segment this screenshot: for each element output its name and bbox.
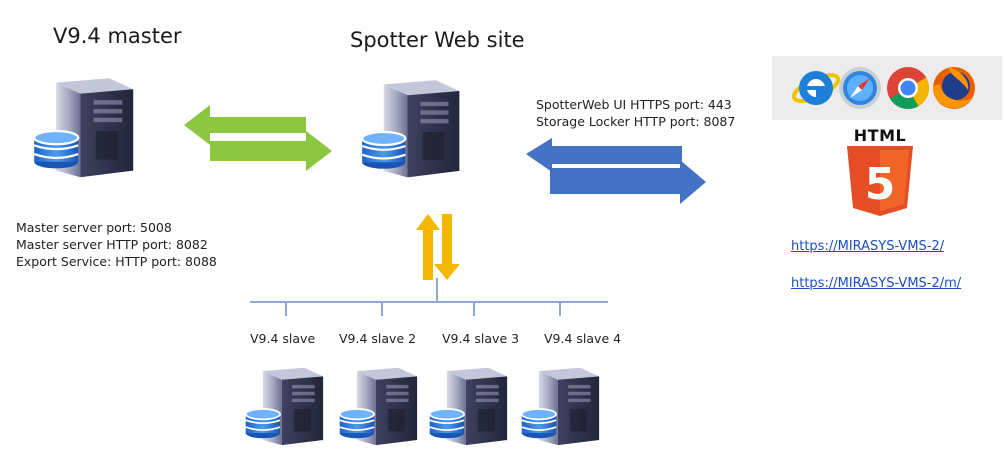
master-title: V9.4 master: [53, 24, 182, 48]
master-port-info: Master server port: 5008 Master server H…: [16, 219, 217, 270]
chrome-icon: [887, 67, 930, 110]
arrow-right-icon: [210, 131, 332, 171]
slave-label: V9.4 slave 2: [339, 331, 417, 346]
slave-server-icon: [244, 366, 330, 452]
master-web-arrows: [180, 103, 340, 175]
html5-icon: 5: [847, 146, 913, 216]
slave-server-icon: [428, 366, 514, 452]
firefox-icon: [932, 67, 975, 109]
web-slaves-arrows: [412, 214, 468, 280]
arrow-up-icon: [416, 214, 440, 280]
arrow-left-icon: [184, 105, 306, 145]
arrow-down-icon: [434, 214, 460, 280]
arrow-right-icon: [550, 160, 706, 204]
master-info-line: Master server HTTP port: 8082: [16, 237, 208, 252]
slave-server-icon: [338, 366, 424, 452]
slave-label: V9.4 slave 3: [442, 331, 520, 346]
web-port-info: SpotterWeb UI HTTPS port: 443 Storage Lo…: [536, 96, 735, 130]
web-title: Spotter Web site: [350, 28, 525, 52]
internet-explorer-icon: [791, 71, 841, 105]
network-bus: [250, 278, 610, 318]
link-desktop-ui[interactable]: https://MIRASYS-VMS-2/: [791, 239, 945, 254]
master-info-line: Export Service: HTTP port: 8088: [16, 254, 217, 269]
html5-label: HTML: [853, 126, 907, 145]
web-port-line: SpotterWeb UI HTTPS port: 443: [536, 97, 732, 112]
link-mobile-ui[interactable]: https://MIRASYS-VMS-2/m/: [791, 276, 962, 291]
arrow-left-icon: [526, 138, 682, 172]
browser-icons-panel: [772, 56, 1002, 120]
master-server-icon: [32, 76, 142, 186]
html5-digit: 5: [865, 159, 896, 210]
slave-label: V9.4 slave: [250, 331, 316, 346]
web-client-arrows: [522, 138, 710, 206]
master-info-line: Master server port: 5008: [16, 220, 172, 235]
web-port-line: Storage Locker HTTP port: 8087: [536, 114, 736, 129]
slave-server-icon: [520, 366, 606, 452]
slave-label: V9.4 slave 4: [544, 331, 622, 346]
web-server-icon: [360, 78, 468, 186]
safari-icon: [839, 67, 881, 109]
